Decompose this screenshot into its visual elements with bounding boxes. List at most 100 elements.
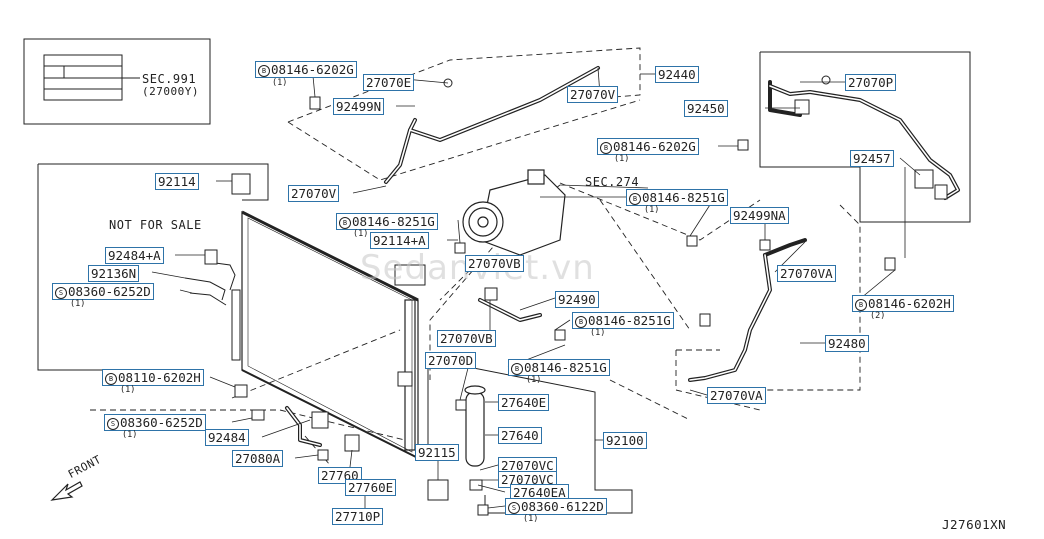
screw-symbol-icon: S <box>55 287 67 299</box>
part-qty: (1) <box>122 430 138 440</box>
part-label-92136N[interactable]: 92136N <box>88 265 140 282</box>
part-label-92100[interactable]: 92100 <box>603 432 647 449</box>
part-label-27070V[interactable]: 27070V <box>567 86 619 103</box>
part-label-27760E[interactable]: 27760E <box>345 479 397 496</box>
part-label-27070VA[interactable]: 27070VA <box>707 387 766 404</box>
screw-symbol-icon: S <box>508 502 520 514</box>
part-label-27710P[interactable]: 27710P <box>332 508 384 525</box>
part-label-27070VA[interactable]: 27070VA <box>777 265 836 282</box>
part-label-27070VB[interactable]: 27070VB <box>437 330 496 347</box>
mounting-bracket <box>394 264 426 286</box>
part-label-92440[interactable]: 92440 <box>655 66 699 83</box>
compressor <box>462 169 566 256</box>
not-for-sale-note: NOT FOR SALE <box>109 218 202 232</box>
bolt <box>884 257 896 271</box>
bolt <box>455 399 467 411</box>
part-label-92114A[interactable]: 92114+A <box>370 232 429 249</box>
receiver-drier <box>464 385 486 467</box>
bolt-symbol-icon: B <box>575 316 587 328</box>
bolt-symbol-icon: B <box>339 217 351 229</box>
part-qty: (1) <box>272 78 288 88</box>
bolt-symbol-icon: B <box>511 363 523 375</box>
part-label-92484[interactable]: 92484 <box>205 429 249 446</box>
bolt-symbol-icon: B <box>629 193 641 205</box>
bolt <box>309 96 321 110</box>
bolt <box>759 239 771 251</box>
o-ring <box>821 75 831 85</box>
bolt-symbol-icon: B <box>258 65 270 77</box>
harness-wire <box>207 261 236 291</box>
part-label-92114[interactable]: 92114 <box>155 173 199 190</box>
bolt-symbol-icon: B <box>855 299 867 311</box>
bolt <box>477 504 489 516</box>
part-label-27640EA[interactable]: 27640EA <box>510 484 569 501</box>
screw-symbol-icon: S <box>107 418 119 430</box>
bolt-symbol-icon: B <box>105 373 117 385</box>
part-label-27070P[interactable]: 27070P <box>845 74 897 91</box>
bolt <box>317 449 329 461</box>
part-qty: (1) <box>120 385 136 395</box>
bolt <box>686 235 698 247</box>
part-label-92450[interactable]: 92450 <box>684 100 728 117</box>
part-label-27070VB[interactable]: 27070VB <box>465 255 524 272</box>
sec-991-ref: SEC.991 <box>142 72 197 86</box>
bracket <box>397 371 413 387</box>
part-label-27070E[interactable]: 27070E <box>363 74 415 91</box>
part-label-92490[interactable]: 92490 <box>555 291 599 308</box>
part-qty: (1) <box>590 328 606 338</box>
part-qty: (1) <box>644 205 660 215</box>
part-qty: (2) <box>870 311 886 321</box>
sec-991-sub: (27000Y) <box>142 85 199 98</box>
condenser-group-outline <box>38 163 269 201</box>
clip <box>311 411 329 429</box>
part-label-27070V[interactable]: 27070V <box>288 185 340 202</box>
front-arrow-icon <box>50 481 83 501</box>
bolt-symbol-icon: B <box>600 142 612 154</box>
part-label-92480[interactable]: 92480 <box>825 335 869 352</box>
bolt <box>737 139 749 151</box>
part-label-27070D[interactable]: 27070D <box>425 352 477 369</box>
part-label-92484A[interactable]: 92484+A <box>105 247 164 264</box>
part-qty: (1) <box>614 154 630 164</box>
part-label-27640E[interactable]: 27640E <box>498 394 550 411</box>
bracket <box>427 479 449 501</box>
sec991-inset-box <box>23 38 211 125</box>
pressure-sensor <box>231 173 251 195</box>
part-qty: (1) <box>70 299 86 309</box>
bolt <box>699 313 711 327</box>
part-label-92499NA[interactable]: 92499NA <box>730 207 789 224</box>
hose-bracket <box>934 184 948 200</box>
part-label-92457[interactable]: 92457 <box>850 150 894 167</box>
part-label-92499N[interactable]: 92499N <box>333 98 385 115</box>
pipe-fitting <box>484 287 498 301</box>
part-qty: (1) <box>353 229 369 239</box>
sec-274-ref: SEC.274 <box>585 175 640 189</box>
bolt <box>251 409 265 421</box>
pipe-92440 <box>408 66 600 142</box>
diagram-code: J27601XN <box>942 517 1007 532</box>
bolt <box>234 384 248 398</box>
plug <box>469 479 483 491</box>
part-label-92115[interactable]: 92115 <box>415 444 459 461</box>
bolt <box>554 329 566 341</box>
part-label-27640[interactable]: 27640 <box>498 427 542 444</box>
part-label-27080A[interactable]: 27080A <box>232 450 284 467</box>
bracket <box>344 434 360 452</box>
part-label-27070VC[interactable]: 27070VC <box>498 471 557 488</box>
part-qty: (1) <box>526 375 542 385</box>
part-qty: (1) <box>523 514 539 524</box>
hose-bracket <box>794 99 810 115</box>
connector <box>204 249 218 265</box>
